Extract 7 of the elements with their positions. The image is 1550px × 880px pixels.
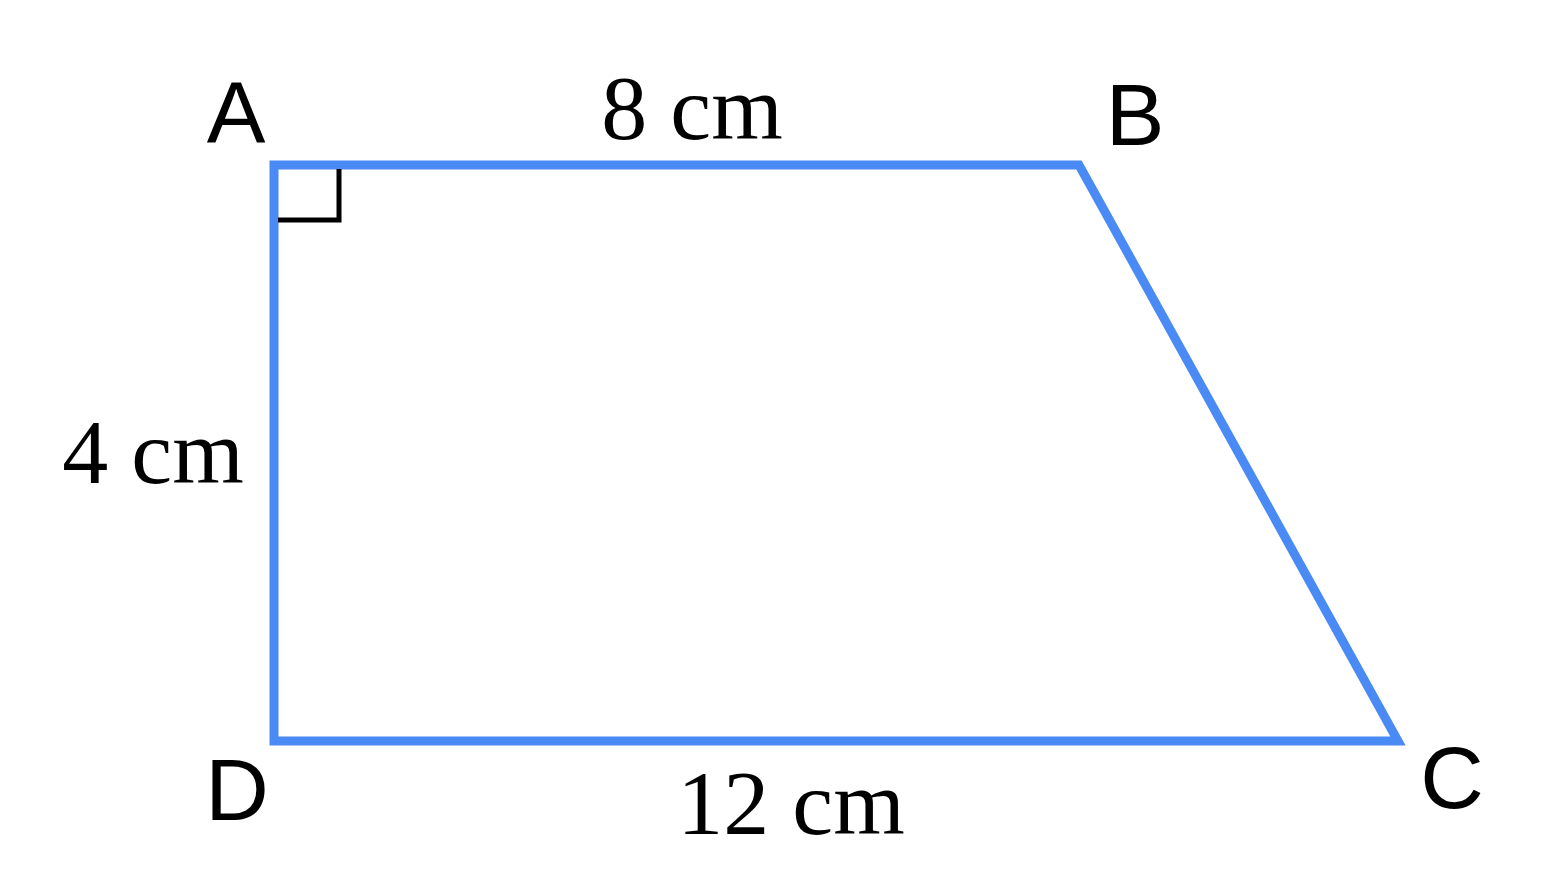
vertex-label: D — [205, 746, 269, 834]
dimension-label: 4 cm — [62, 406, 244, 498]
dimension-label: 12 cm — [677, 757, 905, 849]
dimension-label: 8 cm — [601, 62, 783, 154]
vertex-label: C — [1420, 734, 1484, 822]
vertex-label: B — [1105, 71, 1165, 159]
vertex-label: A — [206, 69, 266, 157]
